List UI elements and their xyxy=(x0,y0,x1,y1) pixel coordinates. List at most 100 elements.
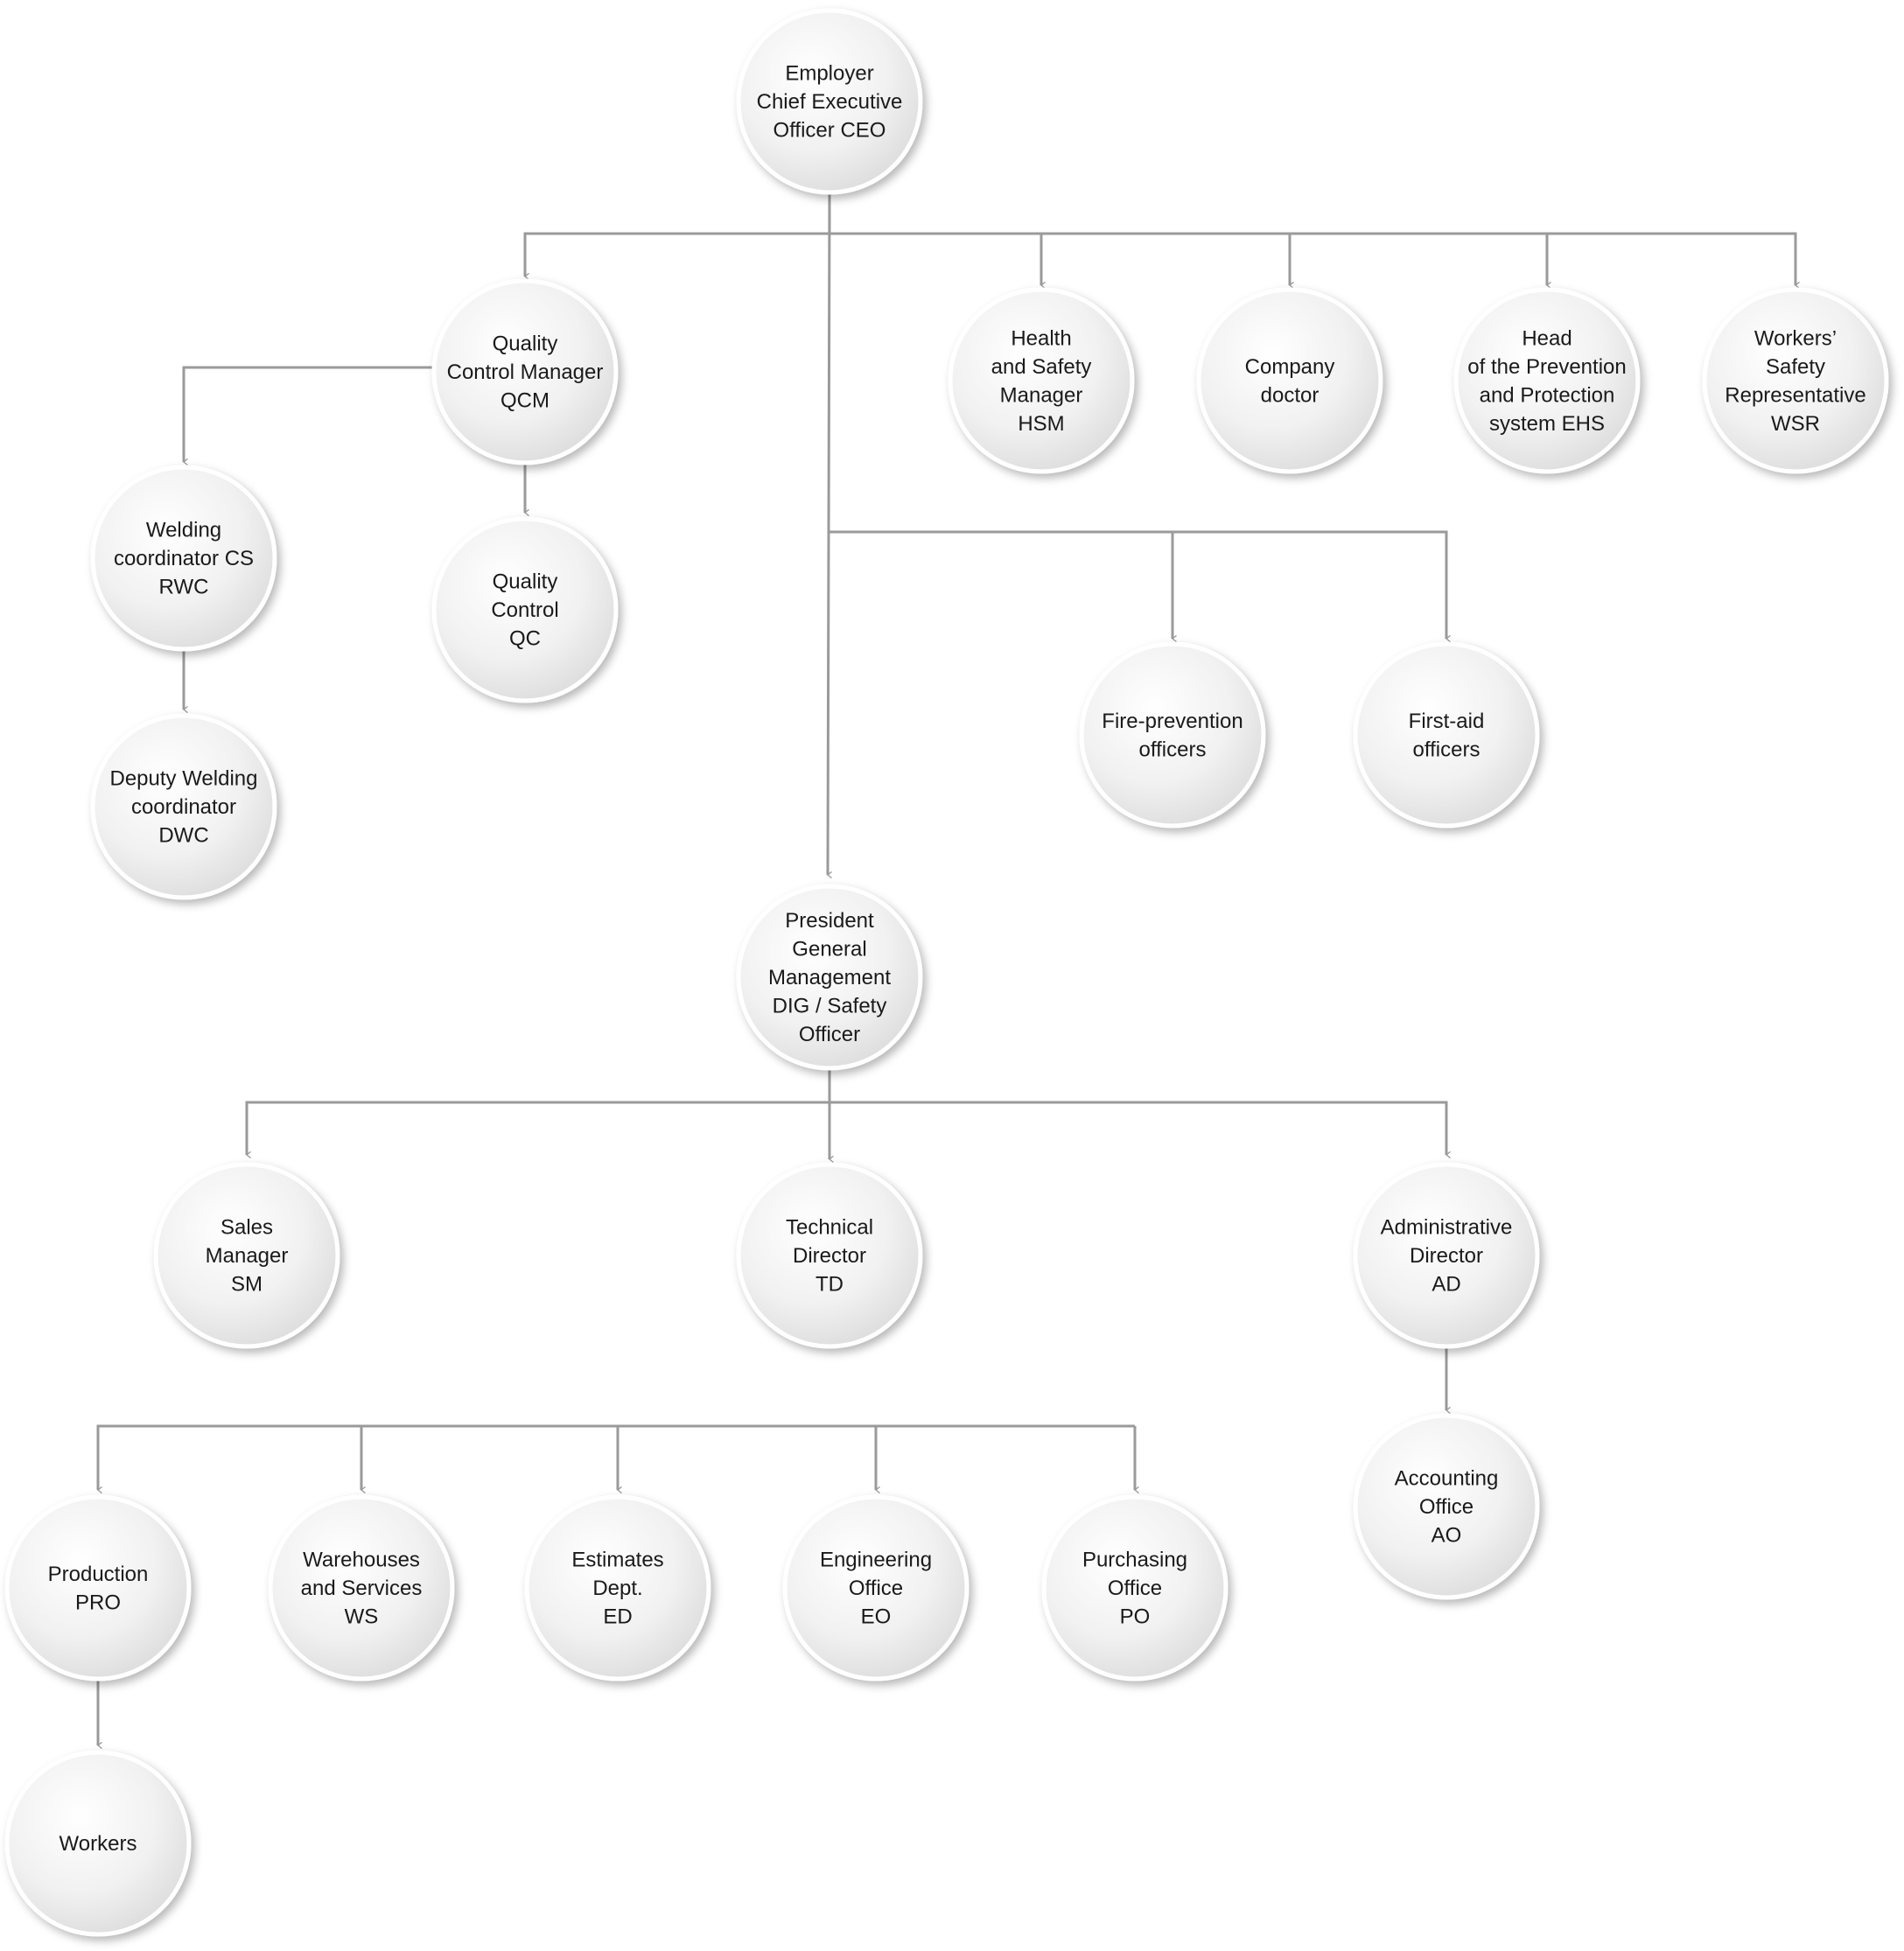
node-label-line: Deputy Welding xyxy=(110,767,258,791)
node-label-line: SM xyxy=(231,1273,262,1297)
connector-ceo-to-doctor xyxy=(1041,232,1294,290)
connector-ceo-to-wsr xyxy=(1547,232,1800,290)
node-label-line: Control Manager xyxy=(447,360,604,384)
node-label-line: Manager xyxy=(1000,383,1083,407)
node-label-line: Sales xyxy=(220,1216,273,1240)
connector-ceo-to-fire xyxy=(830,530,1177,643)
node-circle xyxy=(1196,287,1383,474)
node-label-line: DIG / Safety xyxy=(773,995,887,1018)
node-circle xyxy=(782,1494,970,1682)
node-label-line: Company xyxy=(1245,355,1335,379)
node-label-line: QCM xyxy=(500,389,550,413)
connector-ceo-to-firstaid xyxy=(1172,530,1451,643)
connector-td-to-pro xyxy=(96,1424,1135,1494)
node-label-line: Quality xyxy=(493,570,558,594)
connector-president-to-sm xyxy=(245,1070,831,1159)
node-circle xyxy=(153,1162,340,1349)
node-circle xyxy=(1079,641,1266,829)
node-label-line: WS xyxy=(345,1605,379,1629)
node-circle xyxy=(90,465,277,652)
node-workers: Workers xyxy=(4,1750,192,1937)
node-label-line: Office xyxy=(1108,1577,1162,1600)
node-label-line: Control xyxy=(491,598,558,622)
node-label-line: of the Prevention xyxy=(1467,355,1626,379)
connector-qcm-to-rwc xyxy=(182,366,432,466)
node-circle xyxy=(4,1750,192,1937)
node-label-line: Officer xyxy=(799,1023,860,1046)
node-circle xyxy=(1353,1413,1540,1600)
node-label-line: Employer xyxy=(785,62,873,86)
node-label-line: officers xyxy=(1139,738,1207,761)
node-circle xyxy=(4,1494,192,1682)
node-circle xyxy=(1353,1162,1540,1349)
node-label-line: officers xyxy=(1413,738,1480,761)
node-circle xyxy=(524,1494,711,1682)
connector-ceo-to-qcm xyxy=(523,194,831,281)
node-label-line: Director xyxy=(793,1244,866,1268)
node-rwc: Welding coordinator CS RWC xyxy=(90,465,277,652)
node-label-line: Quality xyxy=(493,332,558,356)
connector-ceo-to-president xyxy=(826,193,832,879)
node-label-line: Fire-prevention xyxy=(1102,710,1242,733)
node-label-line: HSM xyxy=(1018,412,1064,436)
node-label-line: Officer CEO xyxy=(774,119,886,143)
node-label-line: Accounting xyxy=(1395,1467,1499,1491)
node-circle xyxy=(90,713,277,900)
node-label-line: system EHS xyxy=(1489,412,1605,436)
node-circle xyxy=(1453,287,1641,474)
node-circle xyxy=(948,287,1135,474)
node-label-line: coordinator CS xyxy=(114,547,254,570)
node-label-line: Workers xyxy=(60,1832,137,1856)
node-label-line: First-aid xyxy=(1409,710,1485,733)
connectors xyxy=(96,193,1800,1750)
node-label-line: QC xyxy=(509,627,541,651)
node-label-line: Estimates xyxy=(571,1549,663,1572)
node-label-line: Office xyxy=(1419,1495,1474,1519)
node-label-line: Office xyxy=(849,1577,903,1600)
node-label-line: Engineering xyxy=(820,1549,932,1572)
node-circle xyxy=(1702,287,1889,474)
node-label-line: Head xyxy=(1522,326,1572,350)
connector-ceo-to-ehs xyxy=(1290,232,1551,290)
node-label-line: Chief Executive xyxy=(757,90,903,114)
node-label-line: Health xyxy=(1011,326,1071,350)
node-ehs: Head of the Prevention and Protection syste… xyxy=(1453,287,1641,474)
node-label-line: doctor xyxy=(1261,383,1320,407)
node-label-line: PO xyxy=(1120,1605,1151,1629)
node-label-line: Administrative xyxy=(1381,1216,1513,1240)
node-label-line: Representative xyxy=(1725,383,1866,407)
node-label-line: Production xyxy=(48,1563,149,1586)
node-label-line: coordinator xyxy=(131,795,236,819)
node-label-line: Workers’ xyxy=(1754,326,1837,350)
node-label-line: DWC xyxy=(158,824,208,848)
node-label-line: and Protection xyxy=(1480,383,1615,407)
node-label-line: WSR xyxy=(1771,412,1820,436)
node-fire: Fire-prevention officers xyxy=(1079,641,1266,829)
node-label-line: and Services xyxy=(301,1577,423,1600)
node-label-line: Dept. xyxy=(592,1577,642,1600)
connector-president-to-ad xyxy=(830,1101,1451,1159)
node-label-line: PRO xyxy=(75,1591,121,1614)
node-label-line: Safety xyxy=(1766,355,1825,379)
node-label-line: RWC xyxy=(159,576,209,599)
node-label-line: Welding xyxy=(146,519,221,542)
node-label-line: and Safety xyxy=(991,355,1092,379)
node-circle xyxy=(431,516,619,703)
node-label-line: Technical xyxy=(786,1216,873,1240)
node-label-line: Warehouses xyxy=(303,1549,420,1572)
node-label-line: Manager xyxy=(206,1244,289,1268)
